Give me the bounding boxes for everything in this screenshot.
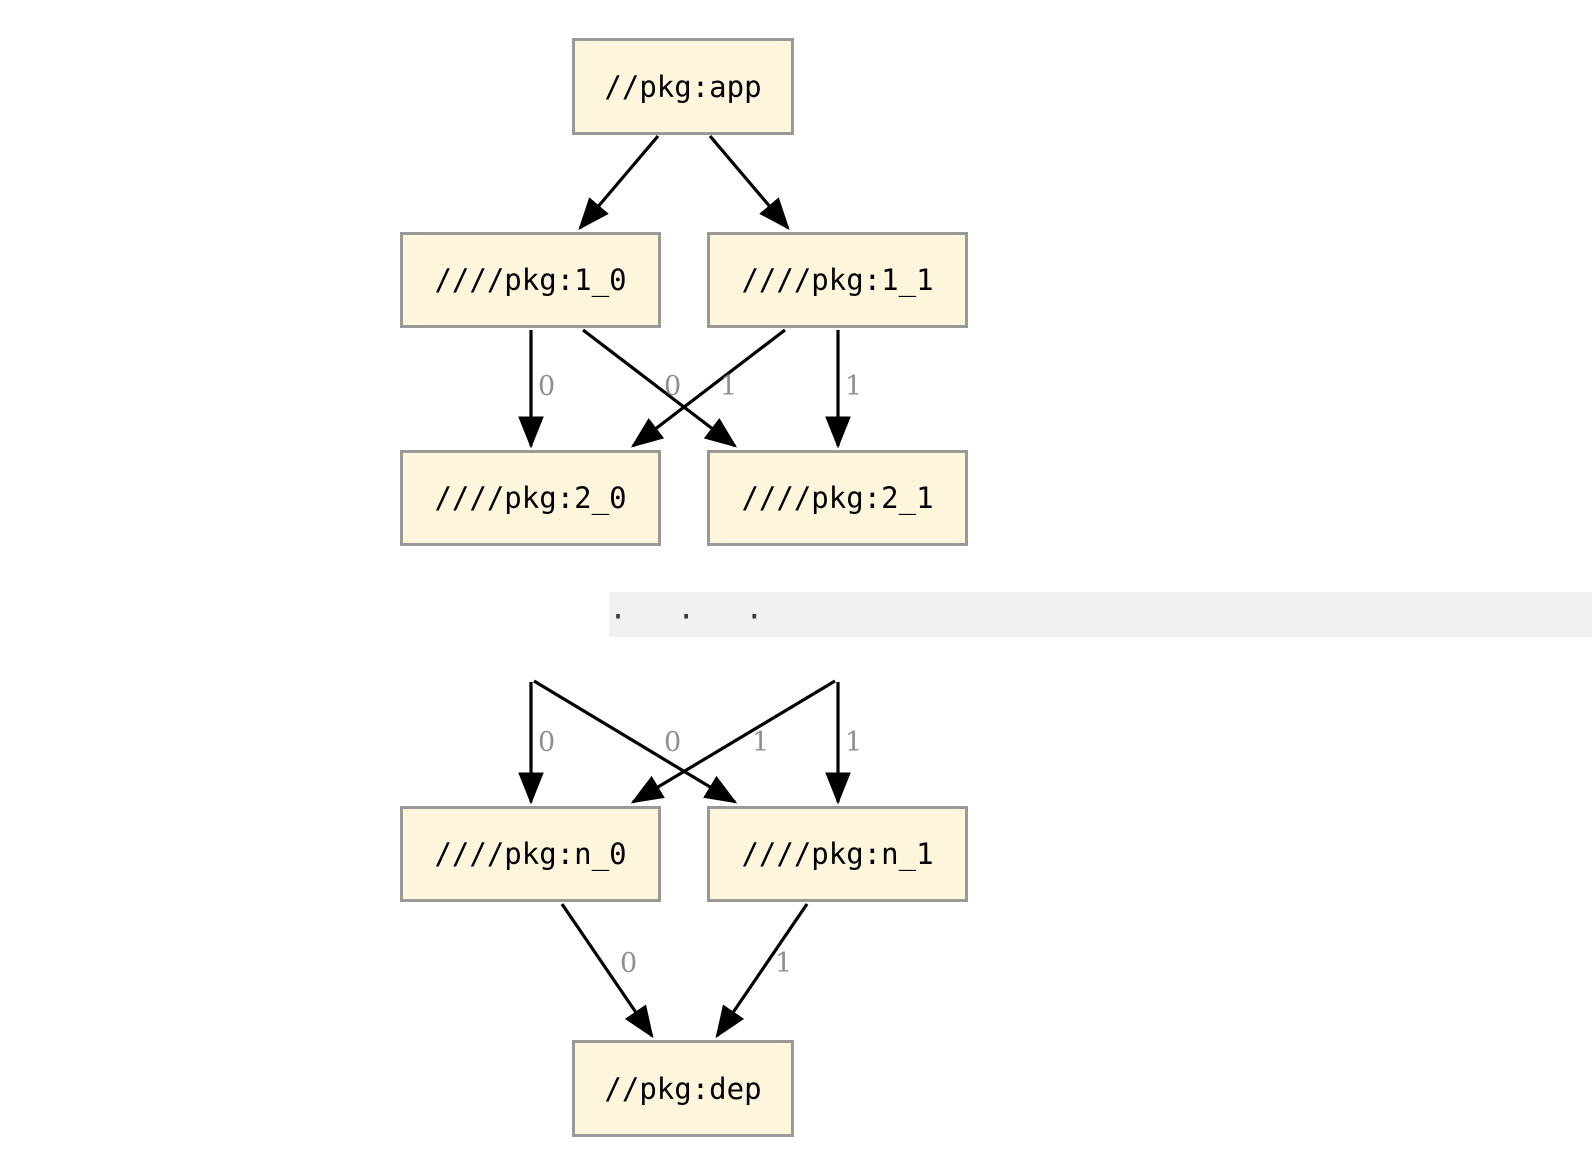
graph-node-l1_0[interactable]: ////pkg:1_0 bbox=[400, 232, 661, 328]
edge-label-e-1_1-2_1: 1 bbox=[845, 371, 863, 402]
graph-node-label: ////pkg:2_1 bbox=[741, 481, 934, 515]
graph-node-label: ////pkg:1_0 bbox=[434, 263, 627, 297]
edge-label-e-n_1-dep: 1 bbox=[775, 948, 793, 979]
ellipsis-dots: · · · bbox=[609, 600, 780, 635]
graph-node-dep[interactable]: //pkg:dep bbox=[572, 1040, 794, 1137]
graph-node-l2_0[interactable]: ////pkg:2_0 bbox=[400, 450, 661, 546]
graph-node-ln_1[interactable]: ////pkg:n_1 bbox=[707, 806, 968, 902]
ellipsis-separator-bar bbox=[609, 592, 1592, 637]
graph-edge-e-n_1-dep bbox=[715, 903, 809, 1039]
graph-node-label: ////pkg:n_1 bbox=[741, 837, 934, 871]
graph-node-label: ////pkg:1_1 bbox=[741, 263, 934, 297]
graph-edge-e-app-1_1 bbox=[708, 134, 790, 230]
edge-label-e-n_0-dep: 0 bbox=[620, 948, 638, 979]
edge-label-e-1_1-2_0: 1 bbox=[720, 371, 738, 402]
graph-node-ln_0[interactable]: ////pkg:n_0 bbox=[400, 806, 661, 902]
graph-edge-e-n_0-dep bbox=[560, 903, 654, 1039]
graph-node-l2_1[interactable]: ////pkg:2_1 bbox=[707, 450, 968, 546]
edge-label-e-x-n_0: 0 bbox=[538, 727, 556, 758]
graph-edge-e-1_0-2_1 bbox=[582, 328, 738, 448]
graph-node-label: ////pkg:2_0 bbox=[434, 481, 627, 515]
edge-label-e-y-n_0b: 1 bbox=[752, 727, 770, 758]
edges-group bbox=[518, 134, 851, 1039]
graph-node-l1_1[interactable]: ////pkg:1_1 bbox=[707, 232, 968, 328]
graph-node-label: //pkg:dep bbox=[604, 1071, 762, 1106]
edge-label-e-1_0-2_1: 0 bbox=[664, 371, 682, 402]
graph-edge-e-1_1-2_0 bbox=[630, 328, 786, 448]
graph-edge-e-app-1_0 bbox=[578, 134, 660, 230]
graph-edge-e-y-n_0b bbox=[630, 679, 836, 804]
edge-label-e-1_0-2_0: 0 bbox=[538, 371, 556, 402]
edge-label-e-x-n_1b: 0 bbox=[664, 727, 682, 758]
graph-node-app[interactable]: //pkg:app bbox=[572, 38, 794, 135]
graph-node-label: //pkg:app bbox=[604, 69, 762, 104]
graph-node-label: ////pkg:n_0 bbox=[434, 837, 627, 871]
graph-edge-e-x-n_1b bbox=[533, 679, 738, 804]
edge-label-e-y-n_1: 1 bbox=[845, 727, 863, 758]
